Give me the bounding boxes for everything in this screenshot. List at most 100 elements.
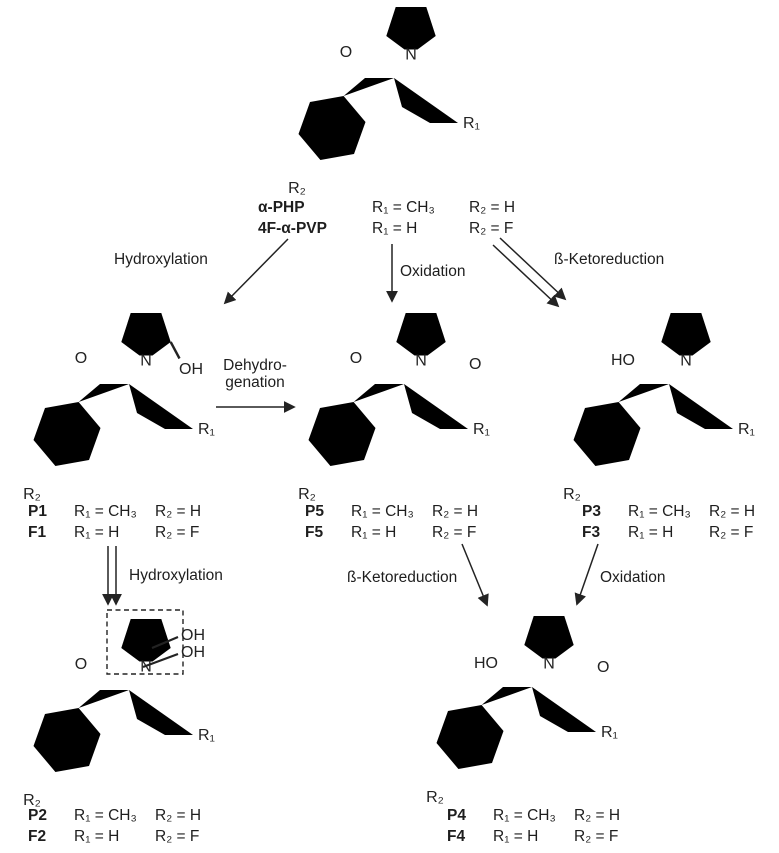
legend-row: P3 R₁ = CH₃ R₂ = H bbox=[582, 502, 755, 523]
r2-definition: R₂ = F bbox=[155, 827, 200, 845]
legend-row: α-PHP R₁ = CH₃ R₂ = H bbox=[258, 198, 515, 219]
r1-definition: R₁ = CH₃ bbox=[74, 503, 137, 520]
legend-row: F1 R₁ = H R₂ = F bbox=[28, 523, 201, 544]
ring-oh-label-2: OH bbox=[181, 644, 205, 661]
compound-name: F5 bbox=[305, 523, 324, 541]
ketone-o-label: O bbox=[350, 350, 362, 367]
pyrrolidine-n-label: N bbox=[680, 353, 692, 370]
structure-p1-f1: O N OH R₁ R₂ bbox=[23, 313, 215, 503]
r1-label: R₁ bbox=[738, 421, 755, 438]
r1-definition: R₁ = H bbox=[74, 523, 120, 541]
r2-definition: R₂ = H bbox=[469, 199, 516, 216]
r1-label: R₁ bbox=[463, 115, 480, 132]
r2-definition: R₂ = F bbox=[469, 219, 514, 237]
label-dehydrogenation-line2: genation bbox=[225, 374, 285, 391]
r1-label: R₁ bbox=[198, 727, 215, 744]
r2-label: R₂ bbox=[23, 792, 41, 809]
compound-name: P2 bbox=[28, 807, 47, 824]
r2-label: R₂ bbox=[426, 789, 444, 806]
legend-p2-f2: P2 R₁ = CH₃ R₂ = H F2 R₁ = H R₂ = F bbox=[28, 806, 201, 847]
structure-parent-alpha-php-4f-alpha-pvp: O N R₁ R₂ bbox=[288, 7, 480, 197]
compound-name: α-PHP bbox=[258, 199, 305, 216]
compound-name: F1 bbox=[28, 523, 47, 541]
r1-definition: R₁ = H bbox=[351, 523, 397, 541]
lactam-o-label: O bbox=[597, 659, 609, 676]
r2-definition: R₂ = F bbox=[574, 827, 619, 845]
pyrrolidine-n-label: N bbox=[140, 353, 152, 370]
r1-definition: R₁ = H bbox=[74, 827, 120, 845]
compound-name: F2 bbox=[28, 827, 47, 845]
r1-definition: R₁ = CH₃ bbox=[628, 503, 691, 520]
compound-name: F3 bbox=[582, 523, 601, 541]
legend-row: P2 R₁ = CH₃ R₂ = H bbox=[28, 806, 201, 827]
legend-row: F2 R₁ = H R₂ = F bbox=[28, 827, 201, 848]
r2-definition: R₂ = F bbox=[155, 523, 200, 541]
r2-definition: R₂ = F bbox=[432, 523, 477, 541]
r2-definition: R₂ = F bbox=[709, 523, 754, 541]
structure-p5-f5: O N O R₁ R₂ bbox=[298, 313, 490, 503]
r2-definition: R₂ = H bbox=[155, 503, 202, 520]
legend-row: F5 R₁ = H R₂ = F bbox=[305, 523, 478, 544]
lactam-o-label: O bbox=[469, 356, 481, 373]
ring-oh-label: OH bbox=[179, 361, 203, 378]
r1-definition: R₁ = H bbox=[372, 219, 418, 237]
compound-name: P4 bbox=[447, 807, 466, 824]
pyrrolidine-n-label: N bbox=[140, 659, 152, 676]
compound-name: P3 bbox=[582, 503, 601, 520]
structure-p2-f2: O N OH OH R₁ R₂ bbox=[23, 609, 215, 809]
r1-definition: R₁ = CH₃ bbox=[74, 807, 137, 824]
label-dehydrogenation: Dehydro-genation bbox=[212, 357, 298, 391]
r2-definition: R₂ = H bbox=[574, 807, 621, 824]
ring-oh-label-1: OH bbox=[181, 627, 205, 644]
r1-definition: R₁ = H bbox=[628, 523, 674, 541]
compound-name: P5 bbox=[305, 503, 324, 520]
r2-label: R₂ bbox=[288, 180, 306, 197]
legend-p5-f5: P5 R₁ = CH₃ R₂ = H F5 R₁ = H R₂ = F bbox=[305, 502, 478, 543]
legend-row: P1 R₁ = CH₃ R₂ = H bbox=[28, 502, 201, 523]
benzylic-ho-label: HO bbox=[611, 352, 635, 369]
legend-row: P5 R₁ = CH₃ R₂ = H bbox=[305, 502, 478, 523]
pyrrolidine-n-label: N bbox=[405, 47, 417, 64]
r2-definition: R₂ = H bbox=[432, 503, 479, 520]
legend-p3-f3: P3 R₁ = CH₃ R₂ = H F3 R₁ = H R₂ = F bbox=[582, 502, 755, 543]
r2-label: R₂ bbox=[563, 486, 581, 503]
structure-p4-f4: HO N O R₁ R₂ bbox=[426, 616, 618, 806]
ketone-o-label: O bbox=[340, 44, 352, 61]
r1-definition: R₁ = CH₃ bbox=[372, 199, 435, 216]
label-oxidation-center: Oxidation bbox=[400, 263, 466, 280]
legend-row: F3 R₁ = H R₂ = F bbox=[582, 523, 755, 544]
label-hydroxylation-bottom: Hydroxylation bbox=[129, 567, 223, 584]
legend-row: P4 R₁ = CH₃ R₂ = H bbox=[447, 806, 620, 827]
legend-parent: α-PHP R₁ = CH₃ R₂ = H 4F-α-PVP R₁ = H R₂… bbox=[258, 198, 515, 239]
structure-p3-f3: HO N R₁ R₂ bbox=[563, 313, 755, 503]
compound-name: P1 bbox=[28, 503, 47, 520]
legend-p4-f4: P4 R₁ = CH₃ R₂ = H F4 R₁ = H R₂ = F bbox=[447, 806, 620, 847]
arrow-ketoreduction-bottom bbox=[461, 543, 489, 607]
r1-definition: R₁ = CH₃ bbox=[351, 503, 414, 520]
r2-label: R₂ bbox=[23, 486, 41, 503]
unspecified-position-box bbox=[106, 609, 184, 675]
label-dehydrogenation-line1: Dehydro- bbox=[223, 357, 287, 374]
legend-row: F4 R₁ = H R₂ = F bbox=[447, 827, 620, 848]
arrow-oxidation-bottom bbox=[574, 543, 599, 606]
arrow-hydroxylation-bottom-double bbox=[102, 546, 122, 606]
label-oxidation-bottom: Oxidation bbox=[600, 569, 666, 586]
r2-definition: R₂ = H bbox=[155, 807, 202, 824]
label-ketoreduction-right: ß-Ketoreduction bbox=[554, 251, 665, 268]
benzylic-ho-label: HO bbox=[474, 655, 498, 672]
arrow-hydroxylation-left bbox=[223, 238, 289, 305]
r2-label: R₂ bbox=[298, 486, 316, 503]
lactam-n-label: N bbox=[543, 656, 555, 673]
r1-definition: R₁ = CH₃ bbox=[493, 807, 556, 824]
compound-name: F4 bbox=[447, 827, 466, 845]
r1-label: R₁ bbox=[198, 421, 215, 438]
r2-definition: R₂ = H bbox=[709, 503, 756, 520]
label-hydroxylation-left: Hydroxylation bbox=[114, 251, 208, 268]
ketone-o-label: O bbox=[75, 350, 87, 367]
r1-definition: R₁ = H bbox=[493, 827, 539, 845]
lactam-n-label: N bbox=[415, 353, 427, 370]
r1-label: R₁ bbox=[473, 421, 490, 438]
arrow-ketoreduction-right-double bbox=[492, 237, 567, 308]
legend-row: 4F-α-PVP R₁ = H R₂ = F bbox=[258, 219, 515, 240]
